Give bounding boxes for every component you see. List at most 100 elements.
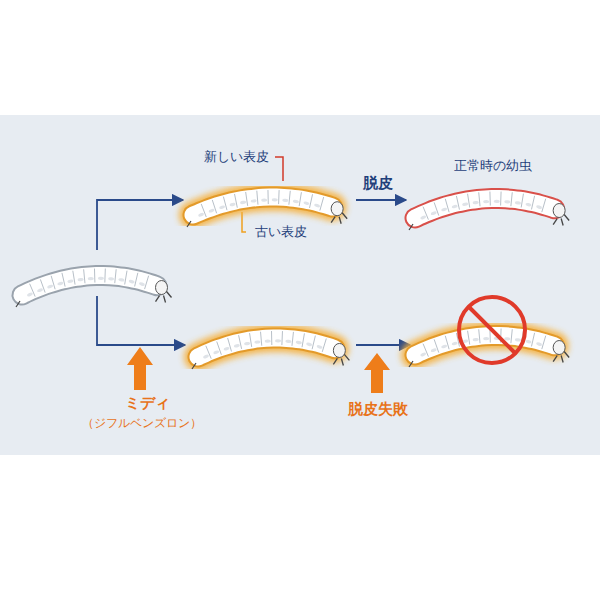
segment-mark — [67, 279, 73, 283]
segment-mark — [504, 200, 510, 204]
segment-line — [239, 335, 242, 349]
segment-line — [257, 191, 258, 205]
segment-mark — [430, 211, 437, 216]
segment-mark — [306, 342, 313, 347]
segment-mark — [251, 199, 257, 203]
segment-mark — [98, 277, 104, 280]
segment-mark — [451, 204, 458, 208]
segment-mark — [293, 199, 299, 203]
segment-line — [302, 333, 304, 347]
larva-leg — [342, 213, 347, 219]
segment-line — [250, 333, 252, 347]
segment-line — [322, 339, 326, 352]
segment-line — [542, 199, 546, 212]
segment-line — [511, 192, 512, 206]
segment-line — [94, 269, 95, 283]
prohibition-bar — [469, 307, 515, 353]
segment-mark — [88, 277, 94, 280]
larva-tail — [409, 361, 413, 367]
larva-tail — [409, 224, 413, 230]
prohibition-circle — [459, 297, 525, 363]
larva-leg — [333, 358, 337, 364]
larva-leg — [553, 356, 557, 362]
segment-mark — [139, 282, 146, 287]
segment-mark — [441, 344, 448, 349]
larva-head — [553, 341, 565, 355]
larva-leg — [156, 296, 160, 302]
segment-mark — [47, 284, 54, 289]
segment-mark — [483, 337, 489, 340]
segment-mark — [198, 212, 205, 217]
segment-line — [62, 273, 65, 287]
segment-mark — [525, 339, 532, 343]
larva-leg — [339, 217, 341, 224]
segment-mark — [420, 215, 427, 220]
larva-leg — [564, 352, 569, 358]
segment-line — [125, 271, 127, 285]
segment-mark — [229, 202, 236, 206]
branch-arrow — [97, 200, 183, 250]
larva-head — [553, 204, 565, 218]
larvae — [16, 190, 569, 369]
segment-line — [289, 191, 290, 205]
segment-line — [479, 192, 480, 206]
segment-mark — [282, 198, 288, 202]
segment-mark — [128, 279, 135, 283]
larva-head — [333, 343, 345, 357]
segment-mark — [536, 205, 543, 210]
segment-line — [271, 331, 272, 345]
segment-mark — [515, 201, 521, 205]
larva-leg — [564, 215, 569, 221]
segment-mark — [303, 201, 310, 205]
segment-mark — [27, 292, 34, 297]
segment-mark — [316, 345, 323, 350]
branch-arrow — [97, 296, 185, 345]
larva-leg — [561, 219, 563, 226]
larva-leg — [331, 217, 335, 223]
segment-line — [320, 197, 324, 210]
larva — [409, 192, 569, 230]
segment-mark — [213, 350, 220, 355]
larva-tail — [192, 363, 196, 369]
background-panel — [0, 115, 600, 455]
segment-mark — [244, 342, 250, 346]
segment-line — [135, 273, 138, 287]
segment-mark — [37, 288, 44, 293]
segment-mark — [285, 339, 291, 343]
segment-mark — [208, 208, 215, 213]
segment-line — [115, 269, 116, 283]
segment-mark — [203, 354, 210, 359]
segment-line — [310, 194, 313, 208]
segment-line — [235, 194, 238, 208]
segment-line — [489, 192, 490, 206]
stage-label: 正常時の幼虫 — [454, 158, 532, 174]
segment-mark — [108, 277, 114, 281]
segment-mark — [261, 198, 267, 201]
larva-leg — [167, 292, 172, 298]
segment-mark — [223, 346, 230, 351]
larva-leg — [341, 358, 343, 365]
segment-mark — [254, 340, 260, 344]
larva-leg — [164, 296, 166, 303]
segment-mark — [314, 203, 321, 208]
segment-mark — [118, 278, 124, 282]
segment-mark — [240, 200, 246, 204]
segment-line — [500, 192, 501, 206]
segment-line — [312, 336, 315, 350]
larva — [187, 190, 347, 227]
segment-mark — [430, 348, 437, 353]
segment-mark — [536, 342, 543, 347]
prohibition-sign — [459, 297, 525, 363]
segment-mark — [515, 338, 521, 342]
leader-line — [242, 212, 246, 232]
segment-line — [542, 336, 546, 349]
segment-line — [511, 329, 512, 343]
segment-mark — [462, 202, 468, 206]
larva-tail — [187, 221, 191, 227]
segment-line — [267, 190, 268, 204]
segment-mark — [525, 202, 532, 206]
arrow-label: 脱皮 — [363, 174, 393, 192]
segment-mark — [473, 201, 479, 205]
larva-leg — [344, 354, 349, 360]
segment-mark — [420, 352, 427, 357]
